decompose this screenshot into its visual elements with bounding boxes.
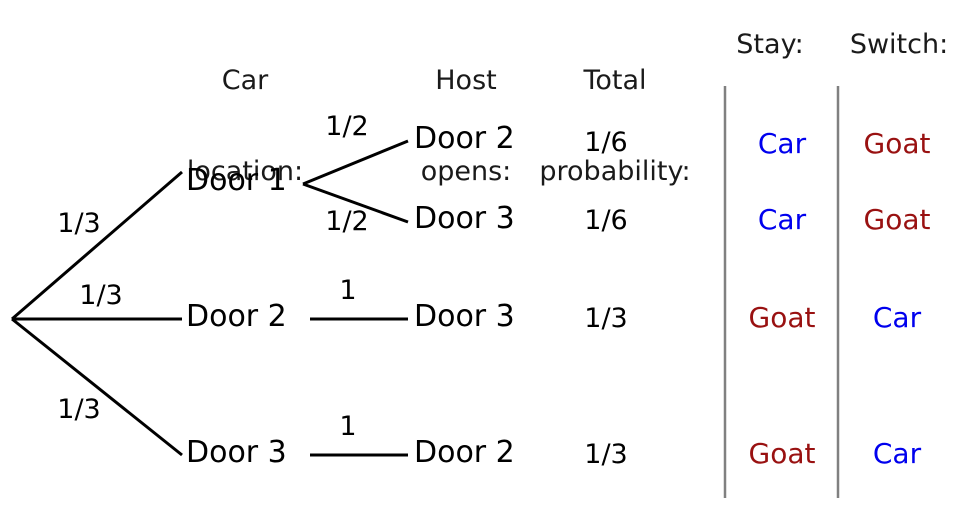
edge-door1-host-door3	[302, 182, 409, 224]
header-car-location-line1: Car	[221, 65, 269, 97]
outcome-stay-row4: Goat	[748, 437, 816, 470]
branch-prob-root-door1: 1/3	[57, 208, 101, 239]
node-car-door3: Door 3	[186, 435, 287, 470]
branch-prob-root-door3: 1/3	[57, 394, 101, 425]
header-total-probability-line2: probability:	[539, 156, 691, 188]
outcome-stay-row2: Car	[757, 203, 807, 236]
outcome-switch-row3: Car	[872, 301, 922, 334]
outcome-switch-row1: Goat	[863, 127, 931, 160]
header-stay: Stay:	[736, 29, 804, 60]
edge-root-door1	[11, 170, 183, 321]
branch-prob-door3-host-door2: 1	[339, 411, 357, 442]
branch-prob-root-door2: 1/3	[79, 280, 123, 311]
node-host-row4: Door 2	[414, 435, 515, 470]
node-car-door2: Door 2	[186, 299, 287, 334]
header-host-opens-line1: Host	[435, 65, 497, 97]
outcome-switch-row4: Car	[872, 437, 922, 470]
header-host-opens: Host opens:	[386, 6, 546, 248]
total-probability-row1: 1/6	[584, 127, 628, 158]
outcome-stay-row1: Car	[757, 127, 807, 160]
node-car-door1: Door 1	[186, 163, 287, 198]
outcome-switch-row2: Goat	[863, 203, 931, 236]
outcome-stay-row3: Goat	[748, 301, 816, 334]
total-probability-row3: 1/3	[584, 303, 628, 334]
header-total-probability-line1: Total	[583, 65, 647, 97]
edge-root-door3	[11, 317, 183, 457]
total-probability-row2: 1/6	[584, 205, 628, 236]
header-host-opens-line2: opens:	[420, 156, 512, 188]
header-total-probability: Total probability:	[525, 6, 705, 248]
total-probability-row4: 1/3	[584, 439, 628, 470]
node-host-row1: Door 2	[414, 121, 515, 156]
header-car-location: Car location:	[150, 6, 340, 248]
branch-prob-door1-host-door2: 1/2	[325, 111, 369, 142]
header-car-location-line2: location:	[186, 156, 304, 188]
edge-door1-host-door2	[302, 139, 409, 186]
node-host-row3: Door 3	[414, 299, 515, 334]
branch-prob-door2-host-door3: 1	[339, 275, 357, 306]
branch-prob-door1-host-door3: 1/2	[325, 206, 369, 237]
header-switch: Switch:	[849, 29, 949, 60]
node-host-row2: Door 3	[414, 201, 515, 236]
